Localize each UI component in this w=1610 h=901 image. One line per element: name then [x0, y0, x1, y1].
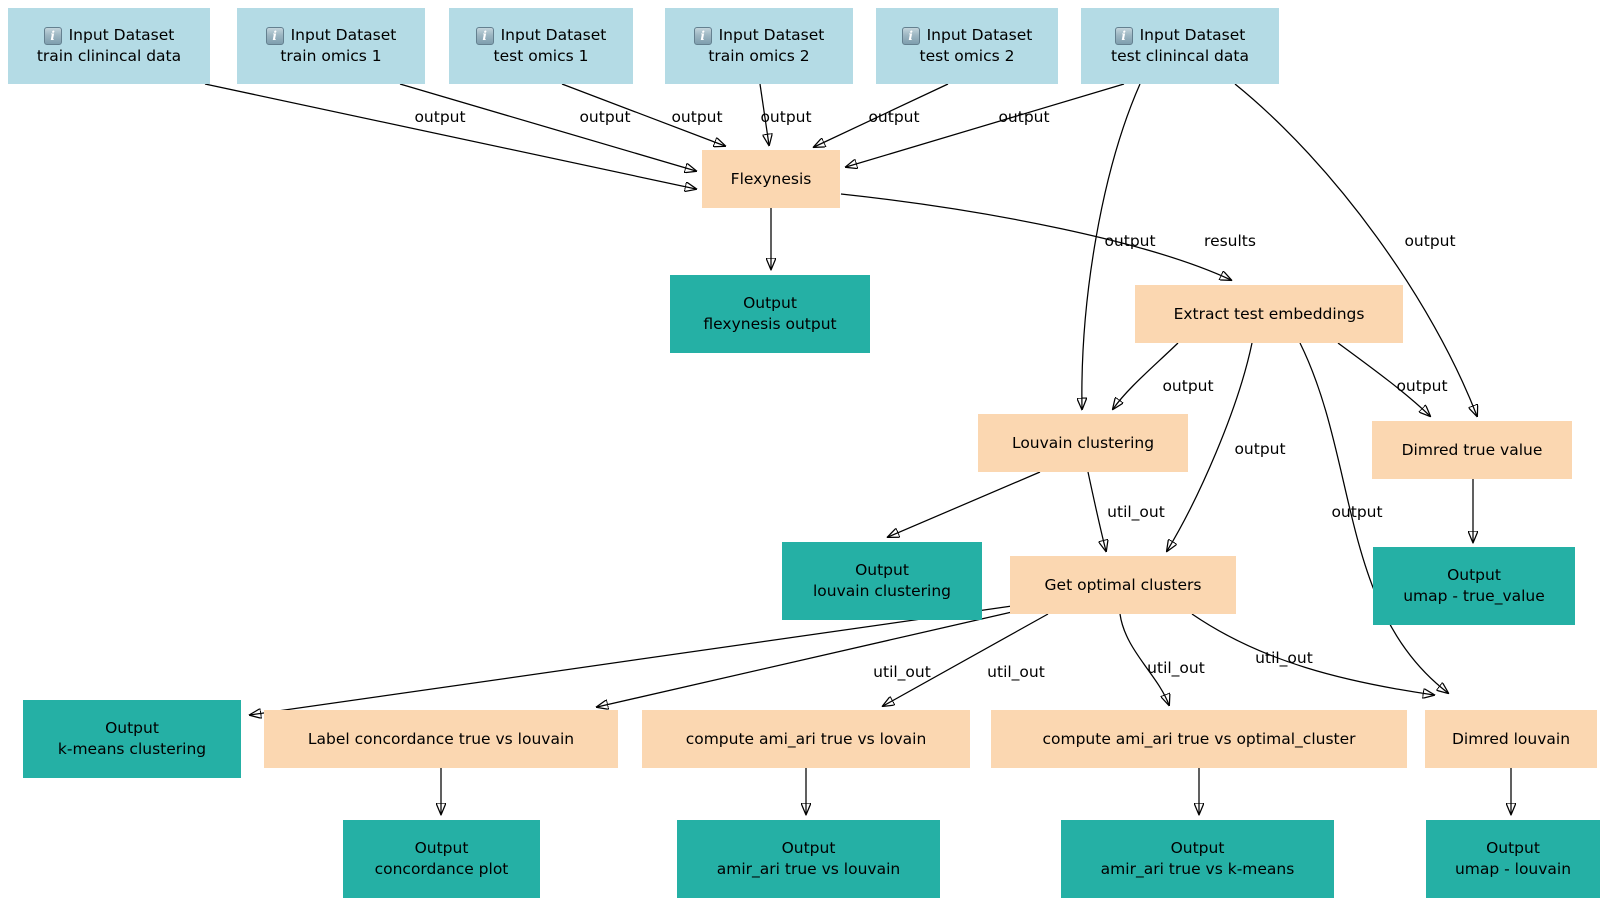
- edge-extract-to-louvain: [1113, 342, 1179, 409]
- tool-label: compute ami_ari true vs optimal_cluster: [1042, 729, 1356, 748]
- edge-label-output: output: [414, 108, 466, 126]
- edge-label-output: output: [1162, 377, 1214, 395]
- input-title: Input Dataset: [1139, 26, 1246, 44]
- edge-label-output: output: [998, 108, 1050, 126]
- tool-node-get-optimal-clusters[interactable]: Get optimal clusters: [1010, 556, 1236, 614]
- edge-get-optimal-to-kmeans-output: [250, 605, 1013, 715]
- edge-label-output: output: [868, 108, 920, 126]
- input-name: train clinincal data: [36, 47, 182, 65]
- edge-louvain-to-get-optimal: [1087, 471, 1106, 551]
- output-title: Output: [1486, 839, 1540, 857]
- output-title: Output: [781, 839, 836, 857]
- info-icon: i: [475, 26, 494, 45]
- tool-label: Dimred true value: [1401, 440, 1543, 459]
- input-name: test clinincal data: [1111, 47, 1249, 65]
- info-icon: i: [1114, 26, 1133, 45]
- edge-label-output: output: [1234, 440, 1286, 458]
- tool-label: Extract test embeddings: [1173, 304, 1365, 323]
- output-node-louvain-clustering[interactable]: Output louvain clustering: [782, 542, 982, 620]
- tool-node-dimred-louvain[interactable]: Dimred louvain: [1425, 710, 1597, 768]
- output-title: Output: [743, 294, 797, 312]
- tool-node-flexynesis[interactable]: Flexynesis: [702, 150, 840, 208]
- edge-label-util-out: util_out: [987, 663, 1045, 681]
- edge-test-clinical-to-dimred-true: [1234, 83, 1477, 416]
- edge-get-optimal-to-ami-lovain: [883, 613, 1049, 706]
- input-name: test omics 2: [919, 47, 1015, 65]
- output-name: concordance plot: [374, 860, 509, 878]
- output-node-concordance-plot[interactable]: Output concordance plot: [343, 820, 540, 898]
- input-title: Input Dataset: [68, 26, 175, 44]
- edge-louvain-to-output: [888, 471, 1041, 537]
- input-title: Input Dataset: [926, 26, 1033, 44]
- input-node-test-omics-1[interactable]: i Input Dataset test omics 1: [449, 8, 633, 84]
- input-node-test-clinincal-data[interactable]: i Input Dataset test clinincal data: [1081, 8, 1279, 84]
- output-name: k-means clustering: [57, 740, 207, 758]
- info-icon: i: [693, 26, 712, 45]
- input-title: Input Dataset: [290, 26, 397, 44]
- tool-label: compute ami_ari true vs lovain: [685, 729, 927, 748]
- info-icon: i: [901, 26, 920, 45]
- input-node-train-omics-2[interactable]: i Input Dataset train omics 2: [665, 8, 853, 84]
- tool-node-label-concordance[interactable]: Label concordance true vs louvain: [264, 710, 618, 768]
- output-title: Output: [105, 719, 159, 737]
- input-name: train omics 2: [708, 47, 810, 65]
- tool-node-compute-ami-ari-lovain[interactable]: compute ami_ari true vs lovain: [642, 710, 970, 768]
- output-node-amir-ari-true-vs-k-means[interactable]: Output amir_ari true vs k-means: [1061, 820, 1334, 898]
- tool-node-louvain-clustering[interactable]: Louvain clustering: [978, 414, 1188, 472]
- edge-label-output: output: [1331, 503, 1383, 521]
- tool-node-dimred-true-value[interactable]: Dimred true value: [1372, 421, 1572, 479]
- output-title: Output: [1170, 839, 1225, 857]
- output-title: Output: [855, 561, 909, 579]
- output-name: flexynesis output: [703, 315, 837, 333]
- input-name: test omics 1: [493, 47, 589, 65]
- edge-label-results: results: [1204, 232, 1256, 250]
- info-icon: i: [265, 26, 284, 45]
- input-title: Input Dataset: [718, 26, 825, 44]
- input-node-train-clinincal-data[interactable]: i Input Dataset train clinincal data: [8, 8, 210, 84]
- output-name: louvain clustering: [812, 582, 952, 600]
- tool-label: Louvain clustering: [1011, 433, 1155, 452]
- input-name: train omics 1: [280, 47, 382, 65]
- edge-label-output: output: [1396, 377, 1448, 395]
- edge-label-output: output: [1104, 232, 1156, 250]
- input-node-train-omics-1[interactable]: i Input Dataset train omics 1: [237, 8, 425, 84]
- edge-label-util-out: util_out: [1255, 649, 1313, 667]
- input-title: Input Dataset: [500, 26, 607, 44]
- output-node-flexynesis-output[interactable]: Output flexynesis output: [670, 275, 870, 353]
- output-node-k-means-clustering[interactable]: Output k-means clustering: [23, 700, 241, 778]
- tool-label: Dimred louvain: [1451, 729, 1571, 748]
- tool-label: Label concordance true vs louvain: [307, 729, 575, 748]
- input-node-test-omics-2[interactable]: i Input Dataset test omics 2: [876, 8, 1058, 84]
- output-name: umap - true_value: [1403, 587, 1545, 605]
- edge-label-output: output: [579, 108, 631, 126]
- tool-node-extract-test-embeddings[interactable]: Extract test embeddings: [1135, 285, 1403, 343]
- output-name: amir_ari true vs k-means: [1100, 860, 1295, 878]
- edge-label-output: output: [1404, 232, 1456, 250]
- tool-label: Get optimal clusters: [1044, 575, 1202, 594]
- output-name: amir_ari true vs louvain: [716, 860, 901, 878]
- tool-node-compute-ami-ari-optimal-cluster[interactable]: compute ami_ari true vs optimal_cluster: [991, 710, 1407, 768]
- output-name: umap - louvain: [1454, 860, 1572, 878]
- edge-get-optimal-to-concordance: [597, 611, 1013, 707]
- output-node-amir-ari-true-vs-louvain[interactable]: Output amir_ari true vs louvain: [677, 820, 940, 898]
- edge-label-util-out: util_out: [873, 663, 931, 681]
- info-icon: i: [43, 26, 62, 45]
- edge-train-omics1-to-flexynesis: [399, 83, 696, 171]
- edge-label-util-out: util_out: [1147, 659, 1205, 677]
- edge-flexynesis-to-extract: [840, 193, 1231, 280]
- output-node-umap-true-value[interactable]: Output umap - true_value: [1373, 547, 1575, 625]
- edge-label-output: output: [671, 108, 723, 126]
- edge-train-clinical-to-flexynesis: [204, 83, 696, 189]
- output-title: Output: [1447, 566, 1501, 584]
- edge-label-util-out: util_out: [1107, 503, 1165, 521]
- output-title: Output: [414, 839, 469, 857]
- edge-label-output: output: [760, 108, 812, 126]
- output-node-umap-louvain[interactable]: Output umap - louvain: [1426, 820, 1600, 898]
- tool-label: Flexynesis: [730, 169, 812, 188]
